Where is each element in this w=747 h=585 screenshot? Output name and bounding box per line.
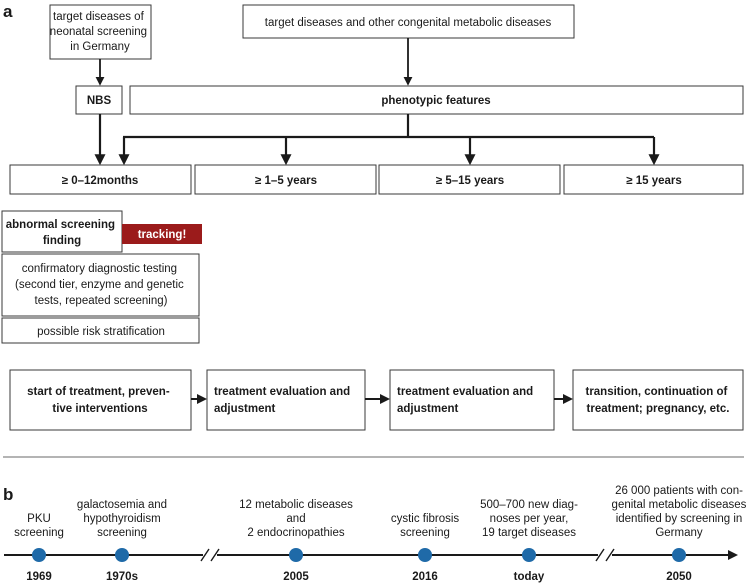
phenotypic-box bbox=[129, 85, 744, 115]
age-box-3 bbox=[563, 164, 744, 195]
panel-b-label: b bbox=[3, 485, 13, 504]
timeline-dot bbox=[289, 548, 303, 562]
timeline-year: today bbox=[514, 571, 545, 583]
screening-diseases-text: target diseases of neonatal screening in… bbox=[50, 11, 150, 53]
timeline-event-text: 500–700 new diag-noses per year,19 targe… bbox=[480, 499, 578, 539]
confirmatory-text: confirmatory diagnostic testing (second … bbox=[15, 263, 187, 307]
timeline-dot bbox=[418, 548, 432, 562]
timeline-break-2 bbox=[595, 548, 615, 562]
confirmatory-box bbox=[1, 253, 200, 317]
timeline-break-1 bbox=[200, 548, 220, 562]
flow-box-0 bbox=[9, 369, 192, 431]
timeline-year: 1970s bbox=[106, 571, 138, 583]
nbs-text: NBS bbox=[87, 95, 112, 107]
timeline-year: 2016 bbox=[412, 571, 438, 583]
timeline-dot bbox=[32, 548, 46, 562]
phenotypic-text: phenotypic features bbox=[381, 95, 490, 107]
flow-text-2: treatment evaluation and adjustment bbox=[397, 386, 536, 415]
tracking-text: tracking! bbox=[138, 229, 187, 241]
timeline-dot bbox=[672, 548, 686, 562]
age-label-3: ≥ 15 years bbox=[626, 175, 682, 187]
age-label-1: ≥ 1–5 years bbox=[255, 175, 317, 187]
abnormal-finding-text: abnormal screening finding bbox=[6, 219, 119, 247]
timeline-dot bbox=[522, 548, 536, 562]
age-box-2 bbox=[378, 164, 561, 195]
screening-diseases-box bbox=[49, 4, 152, 60]
age-label-0: ≥ 0–12months bbox=[62, 175, 139, 187]
flow-text-3: transition, continuation of treatment; p… bbox=[585, 386, 730, 415]
timeline-year: 1969 bbox=[26, 571, 52, 583]
flow-text-0: start of treatment, preven- tive interve… bbox=[27, 386, 173, 415]
nbs-box bbox=[75, 85, 123, 115]
timeline-year: 2050 bbox=[666, 571, 692, 583]
flow-box-1 bbox=[206, 369, 366, 431]
all-diseases-text: target diseases and other congenital met… bbox=[265, 17, 552, 29]
timeline-dot bbox=[115, 548, 129, 562]
age-box-1 bbox=[194, 164, 377, 195]
flow-text-1: treatment evaluation and adjustment bbox=[214, 386, 353, 415]
risk-text: possible risk stratification bbox=[37, 326, 165, 338]
age-label-2: ≥ 5–15 years bbox=[436, 175, 504, 187]
abnormal-finding-box bbox=[1, 210, 123, 253]
panel-a-label: a bbox=[3, 2, 13, 21]
age-box-0 bbox=[9, 164, 192, 195]
timeline-event-text: 26 000 patients with con-genital metabol… bbox=[612, 485, 747, 539]
timeline-year: 2005 bbox=[283, 571, 309, 583]
tracking-badge bbox=[122, 224, 202, 244]
flow-box-2 bbox=[389, 369, 555, 431]
flow-box-3 bbox=[572, 369, 744, 431]
risk-box bbox=[1, 317, 200, 344]
